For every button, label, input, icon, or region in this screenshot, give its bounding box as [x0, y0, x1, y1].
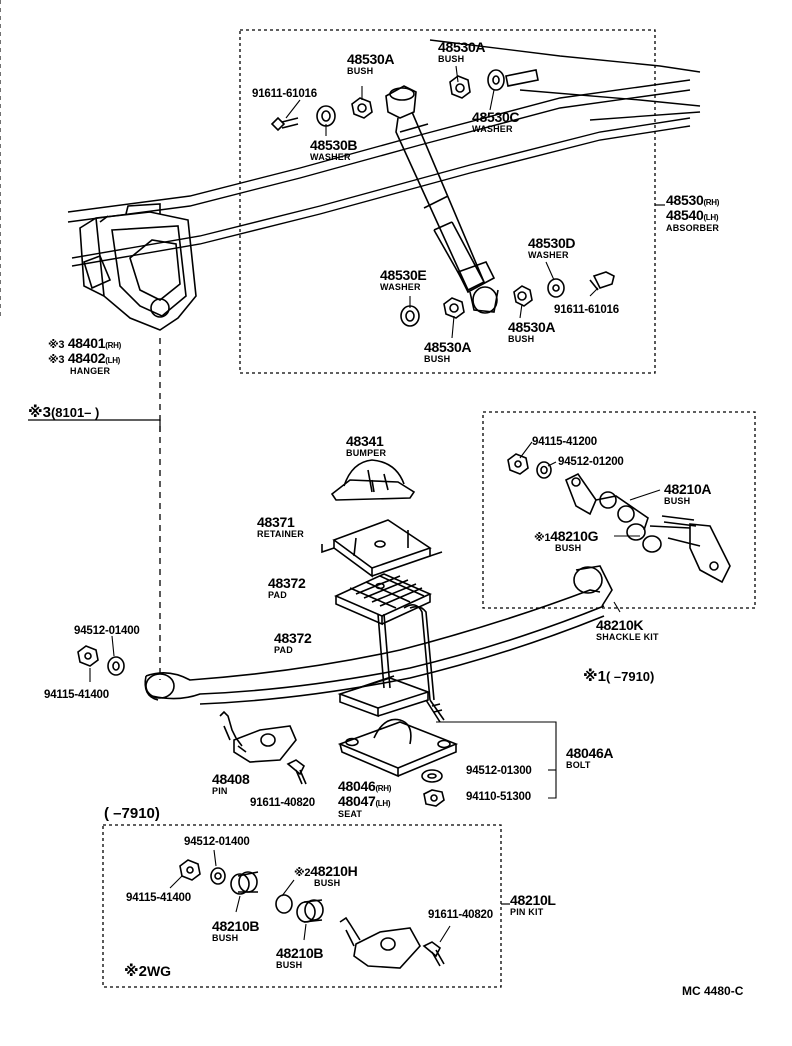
part-48341-label: 48341: [346, 433, 384, 449]
pin-kit-part: 48210L: [510, 892, 556, 908]
hanger-rh-part: ※3 48401(RH): [48, 335, 121, 351]
hanger-bracket-drawing: [79, 203, 197, 331]
part-48530a-label: 48530A: [424, 339, 472, 355]
hanger-lh-part: ※3 48402(LH): [48, 350, 121, 366]
bush-label: BUSH: [438, 54, 465, 64]
part-48530d-label: 48530D: [528, 235, 576, 251]
part-94512-01400-label: 94512-01400: [184, 836, 250, 848]
seat-rh-part: 48046(RH): [338, 778, 392, 794]
part-94115-41400-label: 94115-41400: [126, 892, 191, 904]
bush-label: BUSH: [314, 878, 341, 888]
part-48210b-label: 48210B: [276, 945, 324, 961]
washer-label: WASHER: [310, 152, 351, 162]
bumper-label: BUMPER: [346, 448, 387, 458]
bush-label: BUSH: [347, 66, 374, 76]
part-91611-40820-label: 91611-40820: [428, 909, 493, 921]
part-48530a-label: 48530A: [347, 51, 395, 67]
absorber-hardware-drawing: [270, 69, 615, 327]
pad-upper-drawing: [334, 573, 432, 626]
pin-plate-drawing: [219, 710, 297, 763]
part-48530c-label: 48530C: [472, 109, 520, 125]
part-94115-41200-label: 94115-41200: [532, 436, 597, 448]
pad-lower-drawing: [337, 675, 431, 718]
u-bolt-drawing: [377, 604, 445, 723]
bush-label: BUSH: [664, 496, 691, 506]
pin-kit-name: PIN KIT: [510, 907, 544, 917]
bush-label: BUSH: [555, 543, 582, 553]
part-94115-41400-label: 94115-41400: [44, 689, 109, 701]
shock-absorber-drawing: [385, 85, 499, 314]
part-48530a-label: 48530A: [438, 39, 486, 55]
part-48210a-label: 48210A: [664, 481, 712, 497]
part-48210g-label: ※148210G: [534, 528, 599, 544]
note-2-label: ※2WG: [124, 963, 172, 980]
pad-label: PAD: [268, 590, 287, 600]
shackle-kit-part: 48210K: [596, 617, 644, 633]
bush-label: BUSH: [508, 334, 535, 344]
u-bolt-part: 48046A: [566, 745, 614, 761]
hanger-name: HANGER: [70, 366, 111, 376]
pin-label: PIN: [212, 786, 228, 796]
absorber-rh-part: 48530(RH): [666, 192, 720, 208]
shackle-kit-drawing: [507, 453, 731, 584]
bush-label: BUSH: [424, 354, 451, 364]
part-91611-61016-label: 91611-61016: [554, 304, 619, 316]
part-48210b-label: 48210B: [212, 918, 260, 934]
seat-lh-part: 48047(LH): [338, 793, 391, 809]
pin-kit-drawing: [179, 859, 445, 969]
part-48372-label: 48372: [268, 575, 306, 591]
front-nut-washer-drawing: [77, 645, 125, 676]
absorber-name: ABSORBER: [666, 223, 720, 233]
seat-name: SEAT: [338, 809, 363, 819]
bush-label: BUSH: [212, 933, 239, 943]
part-48530e-label: 48530E: [380, 267, 427, 283]
part-48372-label: 48372: [274, 630, 312, 646]
washer-label: WASHER: [528, 250, 569, 260]
note-1-range: ※1( –7910): [583, 668, 655, 685]
diagram-code: MC 4480-C: [682, 984, 744, 998]
note-3-range: ※3(8101– ): [28, 404, 100, 421]
pad-label: PAD: [274, 645, 293, 655]
washer-label: WASHER: [380, 282, 421, 292]
part-48530b-label: 48530B: [310, 137, 358, 153]
part-94110-51300-label: 94110-51300: [466, 791, 531, 803]
part-91611-40820-label: 91611-40820: [250, 797, 315, 809]
part-48371-label: 48371: [257, 514, 295, 530]
pin-kit-box: [102, 824, 502, 988]
spring-seat-drawing: [337, 718, 459, 778]
retainer-label: RETAINER: [257, 529, 304, 539]
seat-nuts-drawing: [421, 769, 445, 807]
bumper-drawing: [330, 459, 416, 501]
part-94512-01300-label: 94512-01300: [466, 765, 532, 777]
part-48210h-label: ※248210H: [294, 863, 358, 879]
shackle-kit-name: SHACKLE KIT: [596, 632, 659, 642]
absorber-lh-part: 48540(LH): [666, 207, 719, 223]
part-91611-61016-label: 91611-61016: [252, 88, 317, 100]
bush-label: BUSH: [276, 960, 303, 970]
retainer-drawing: [321, 519, 443, 578]
bolt-label: BOLT: [566, 760, 591, 770]
leaf-spring-drawing: [144, 565, 613, 705]
part-94512-01400-label: 94512-01400: [74, 625, 140, 637]
frame-rail-drawing: [67, 39, 701, 267]
pin-kit-range: ( –7910): [104, 805, 160, 822]
absorber-group-box: [239, 29, 656, 374]
washer-label: WASHER: [472, 124, 513, 134]
part-48530a-label: 48530A: [508, 319, 556, 335]
bolt-91611-40820-drawing: [286, 759, 307, 785]
part-94512-01200-label: 94512-01200: [558, 456, 624, 468]
part-48408-label: 48408: [212, 771, 250, 787]
